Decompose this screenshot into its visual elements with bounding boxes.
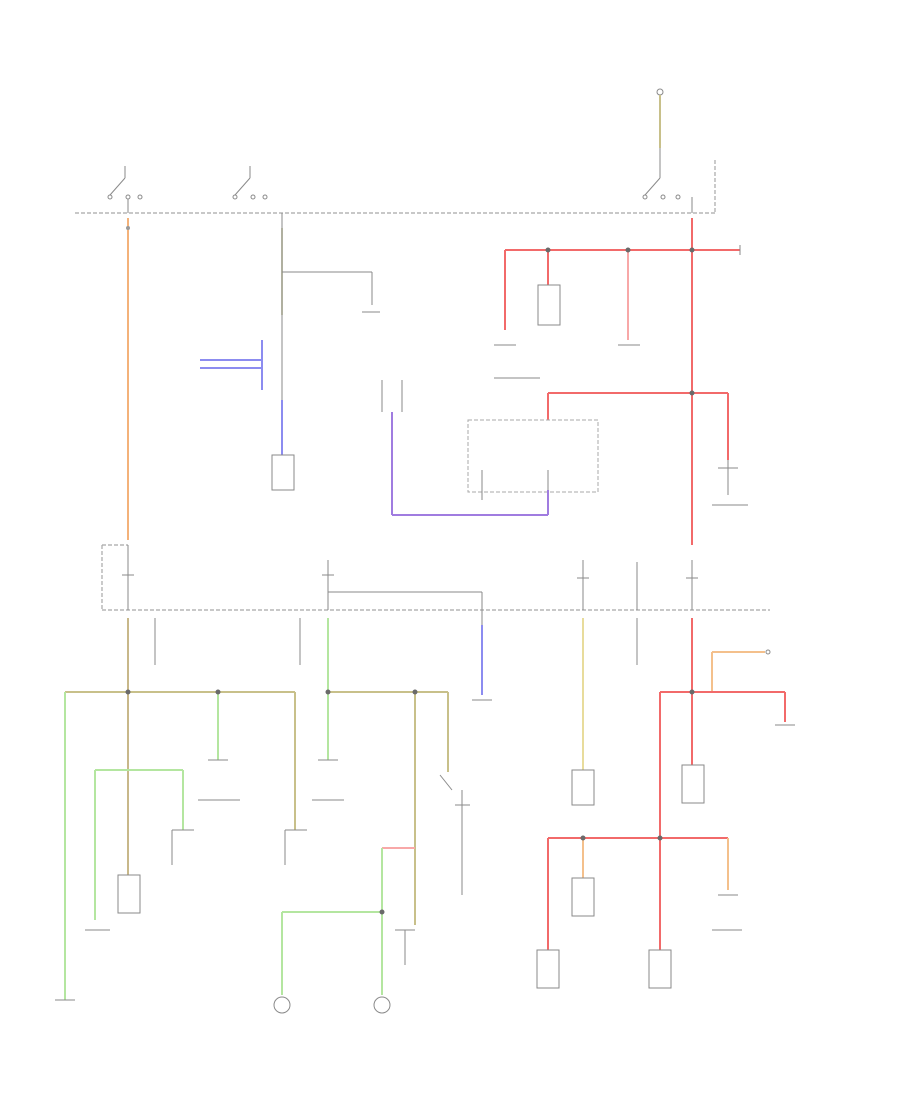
component-right-3 — [571, 877, 595, 917]
purple-switch-circuit — [381, 380, 549, 516]
ignition-switch-contact-1 — [107, 166, 143, 213]
lower-middle-circuit — [273, 618, 470, 1014]
ignition-switch-contact-3 — [642, 166, 693, 213]
component-right-2 — [681, 764, 705, 804]
ignition-relay-circuit — [200, 213, 380, 491]
battery-feed — [656, 88, 664, 166]
lower-right-circuit — [536, 618, 795, 989]
blue-branch — [472, 625, 492, 701]
relay-box-left — [271, 454, 295, 491]
orange-main-feed — [126, 218, 130, 540]
junction-relay-box — [467, 419, 599, 500]
component-right-5 — [648, 949, 672, 989]
red-power-circuit — [494, 218, 748, 545]
ignition-switch-area — [75, 88, 716, 214]
lamp-right — [373, 996, 391, 1014]
ignition-switch-contact-2 — [232, 166, 268, 200]
relay-top-right — [537, 284, 561, 326]
component-right-4 — [536, 949, 560, 989]
lamp-left — [273, 996, 291, 1014]
component-left-1 — [117, 874, 141, 914]
component-right-1 — [571, 769, 595, 806]
fuse-block — [101, 544, 770, 625]
lower-left-circuit — [55, 618, 307, 1001]
